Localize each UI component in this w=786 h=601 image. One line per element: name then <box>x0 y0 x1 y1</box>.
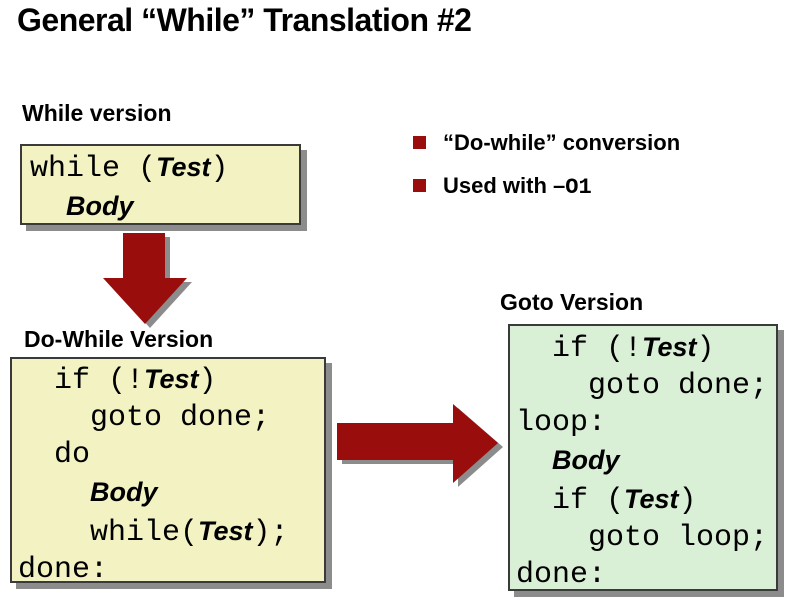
code-line: while (Test) <box>30 149 299 188</box>
text-segment: goto loop; <box>516 521 769 555</box>
code-line: done: <box>18 552 324 589</box>
goto-code-box: if (!Test) goto done;loop: Body if (Test… <box>508 324 778 594</box>
code-variable: Test <box>198 516 253 546</box>
code-variable: Test <box>144 364 199 394</box>
while-code-box: while (Test) Body <box>20 144 301 225</box>
code-line: goto loop; <box>516 520 776 557</box>
bullet-text: Used with –O1 <box>443 171 592 203</box>
code-variable: Body <box>90 477 158 507</box>
mono-text: O1 <box>565 175 592 200</box>
dowhile-code-box: if (!Test) goto done; do Body while(Test… <box>10 357 326 587</box>
code-line: goto done; <box>18 400 324 437</box>
text-segment: ); <box>252 516 289 550</box>
text-segment: if (! <box>516 332 643 366</box>
text-segment <box>30 191 66 225</box>
code-line: Body <box>18 474 324 513</box>
text-segment: ) <box>678 484 697 518</box>
code-line: if (Test) <box>516 481 776 520</box>
text-segment: “Do-while” conversion <box>443 130 681 155</box>
text-segment: ) <box>198 364 217 398</box>
code-line: while(Test); <box>18 513 324 552</box>
code-variable: Body <box>66 191 134 221</box>
text-segment: if (! <box>18 364 145 398</box>
code-variable: Body <box>552 445 620 475</box>
do-while-version-label: Do-While Version <box>24 326 214 352</box>
bullet-square-icon <box>413 136 426 149</box>
text-segment: loop: <box>516 406 607 440</box>
bullet-item: “Do-while” conversion <box>413 128 680 158</box>
text-segment: if ( <box>516 484 625 518</box>
right-arrow-icon <box>337 404 503 487</box>
dowhile-code: if (!Test) goto done; do Body while(Test… <box>18 361 324 589</box>
code-line: done: <box>516 557 776 594</box>
code-line: if (!Test) <box>18 361 324 400</box>
code-variable: Test <box>624 484 679 514</box>
text-segment: do <box>18 438 91 472</box>
code-variable: Test <box>642 332 697 362</box>
goto-version-label: Goto Version <box>500 289 644 315</box>
text-segment: while( <box>18 516 199 550</box>
code-line: do <box>18 437 324 474</box>
text-segment: Used with – <box>443 173 566 198</box>
code-line: Body <box>516 442 776 481</box>
slide-title: General “While” Translation #2 <box>17 2 472 38</box>
text-segment: done: <box>18 553 109 587</box>
code-line: loop: <box>516 405 776 442</box>
code-line: Body <box>30 188 299 227</box>
code-line: goto done; <box>516 368 776 405</box>
bullet-square-icon <box>413 179 426 192</box>
text-segment <box>18 477 90 511</box>
text-segment: done: <box>516 558 607 592</box>
text-segment: ) <box>696 332 715 366</box>
code-variable: Test <box>156 152 211 182</box>
text-segment: ) <box>210 152 229 186</box>
bullet-list: “Do-while” conversion Used with –O1 <box>413 128 680 203</box>
text-segment: goto done; <box>516 369 769 403</box>
bullet-text: “Do-while” conversion <box>443 128 680 158</box>
bullet-item: Used with –O1 <box>413 171 680 203</box>
while-version-label: While version <box>22 100 172 126</box>
text-segment <box>516 445 552 479</box>
text-segment: while ( <box>30 152 157 186</box>
down-arrow-icon <box>103 233 192 328</box>
code-line: if (!Test) <box>516 329 776 368</box>
while-code: while (Test) Body <box>30 149 299 227</box>
goto-code: if (!Test) goto done;loop: Body if (Test… <box>516 329 776 594</box>
text-segment: goto done; <box>18 401 271 435</box>
